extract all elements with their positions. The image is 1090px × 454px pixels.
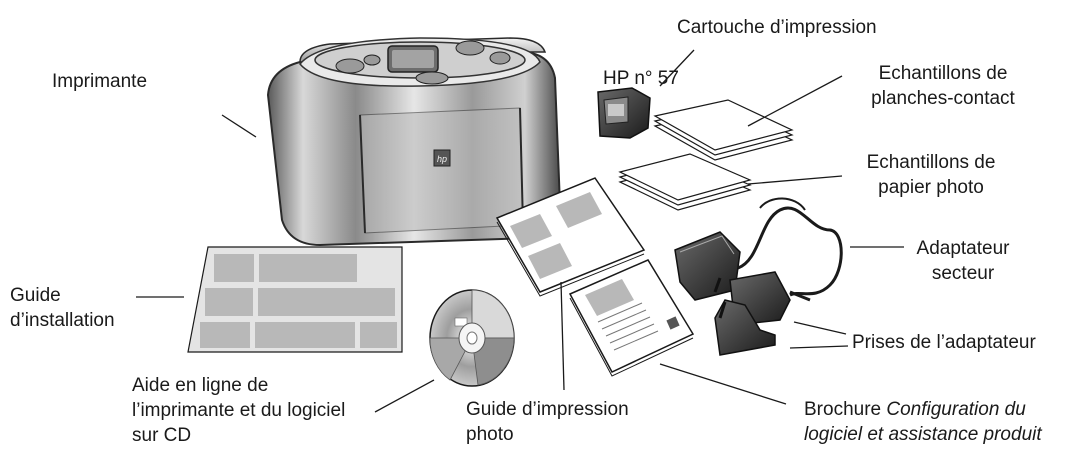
photo-print-guide-booklet: [495, 177, 646, 297]
label-print-guide: Guide d’impression photo: [466, 397, 629, 447]
label-printer-text: Imprimante: [52, 71, 148, 92]
label-contact-sheets: Echantillons de planches-contact: [846, 61, 1040, 111]
label-setup-guide-line-1: Guide: [10, 285, 61, 306]
label-adapter: Adaptateur secteur: [908, 236, 1018, 286]
power-adapter-illustration: [674, 197, 843, 356]
label-photo-paper-line-1: Echantillons de: [866, 152, 996, 173]
label-setup-guide: Guide d’installation: [10, 283, 115, 333]
ink-cartridge-illustration: [597, 87, 651, 139]
printer-illustration: hp: [266, 37, 562, 247]
label-plugs-text: Prises de l’adaptateur: [852, 332, 1036, 353]
label-brochure-prefix: Brochure: [804, 399, 887, 420]
label-cartridge-text: Cartouche d’impression: [677, 17, 877, 38]
label-online-help-line-2: l’imprimante et du logiciel: [132, 400, 346, 421]
label-printer: Imprimante: [52, 69, 147, 94]
label-contact-sheets-line-2: planches-contact: [871, 88, 1015, 109]
label-plugs: Prises de l’adaptateur: [852, 330, 1036, 355]
photo-paper-samples: [618, 153, 752, 211]
setup-guide-poster: [187, 246, 403, 353]
label-photo-paper-line-2: papier photo: [878, 177, 984, 198]
label-cartridge-model-text: HP n° 57: [603, 68, 679, 89]
label-brochure: Brochure Configuration du logiciel et as…: [804, 397, 1042, 447]
label-online-help-line-3: sur CD: [132, 425, 192, 446]
label-online-help-line-1: Aide en ligne de: [132, 375, 269, 396]
contact-sheet-samples: [653, 99, 794, 161]
label-brochure-line-1: Brochure Configuration du: [804, 397, 1042, 422]
label-brochure-title-2: logiciel et assistance produit: [804, 424, 1042, 445]
label-cartridge: Cartouche d’impression: [677, 15, 877, 40]
label-print-guide-line-2: photo: [466, 424, 514, 445]
label-print-guide-line-1: Guide d’impression: [466, 399, 629, 420]
leader-lines: [136, 49, 904, 413]
printer-logo: hp: [437, 154, 447, 164]
support-brochure: [568, 259, 695, 377]
label-photo-paper: Echantillons de papier photo: [856, 150, 1006, 200]
label-adapter-line-2: secteur: [931, 263, 995, 284]
label-cartridge-model: HP n° 57: [603, 66, 679, 91]
label-contact-sheets-line-1: Echantillons de: [878, 63, 1008, 84]
label-brochure-title-1: Configuration du: [886, 399, 1026, 420]
label-adapter-line-1: Adaptateur: [916, 238, 1010, 259]
label-setup-guide-line-2: d’installation: [10, 310, 115, 331]
software-cd: [429, 289, 515, 387]
label-online-help: Aide en ligne de l’imprimante et du logi…: [132, 373, 345, 448]
